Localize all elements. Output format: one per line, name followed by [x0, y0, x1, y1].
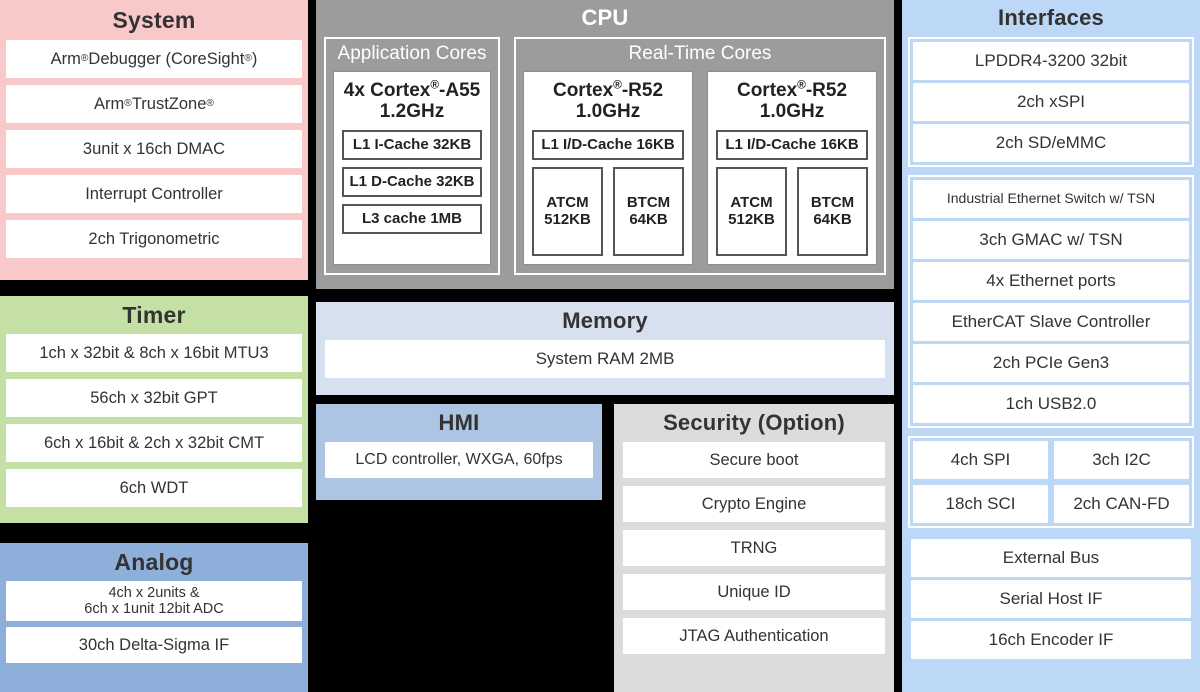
block-analog: Analog 4ch x 2units & 6ch x 1unit 12bit … [0, 543, 308, 692]
interfaces-item-can-fd[interactable]: 2ch CAN-FD [1054, 485, 1189, 523]
timer-item-cmt[interactable]: 6ch x 16bit & 2ch x 32bit CMT [6, 424, 302, 462]
block-title-hmi: HMI [438, 410, 480, 435]
tcm-size: 512KB [544, 211, 591, 229]
interfaces-item-sci[interactable]: 18ch SCI [913, 485, 1048, 523]
analog-adc-line1: 4ch x 2units & [108, 584, 200, 601]
cache-a55-l3: L3 cache 1MB [342, 203, 482, 234]
system-item-dmac[interactable]: 3unit x 16ch DMAC [6, 130, 302, 168]
interfaces-item-gmac[interactable]: 3ch GMAC w/ TSN [913, 221, 1189, 259]
interfaces-group-serial: 4ch SPI 3ch I2C 18ch SCI 2ch CAN-FD [908, 436, 1194, 528]
interfaces-item-serial-host-if[interactable]: Serial Host IF [911, 580, 1191, 618]
cache-a55-l1d: L1 D-Cache 32KB [342, 166, 482, 197]
block-title-analog: Analog [114, 549, 194, 575]
tcm-label: BTCM [810, 194, 855, 212]
tcm-label: ATCM [546, 194, 589, 212]
tcm-label: ATCM [730, 194, 773, 212]
system-item-interrupt-controller[interactable]: Interrupt Controller [6, 175, 302, 213]
tcm-r52-1-btcm: BTCM 64KB [797, 166, 868, 256]
tcm-r52-1-atcm: ATCM 512KB [716, 166, 787, 256]
block-hmi: HMI LCD controller, WXGA, 60fps [316, 404, 602, 500]
system-item-trigonometric[interactable]: 2ch Trigonometric [6, 220, 302, 258]
system-item-arm-debugger[interactable]: Arm® Debugger (CoreSight®) [6, 40, 302, 78]
interfaces-item-industrial-ethernet-switch[interactable]: Industrial Ethernet Switch w/ TSN [913, 180, 1189, 218]
interfaces-group-network: Industrial Ethernet Switch w/ TSN 3ch GM… [908, 175, 1194, 428]
security-item-jtag-auth[interactable]: JTAG Authentication [623, 618, 885, 654]
analog-adc-line2: 6ch x 1unit 12bit ADC [84, 601, 224, 617]
tcm-row-r52-0: ATCM 512KB BTCM 64KB [532, 166, 684, 256]
group-title-realtime-cores: Real-Time Cores [628, 43, 772, 64]
interfaces-item-ethernet-ports[interactable]: 4x Ethernet ports [913, 262, 1189, 300]
block-security: Security (Option) Secure boot Crypto Eng… [614, 404, 894, 692]
interfaces-group-bus: External Bus Serial Host IF 16ch Encoder… [908, 536, 1194, 662]
system-item-arm-trustzone[interactable]: Arm® TrustZone® [6, 85, 302, 123]
interfaces-item-external-bus[interactable]: External Bus [911, 539, 1191, 577]
cache-a55-l1i: L1 I-Cache 32KB [342, 129, 482, 160]
block-title-system: System [112, 7, 196, 33]
block-title-interfaces: Interfaces [998, 5, 1104, 30]
timer-item-mtu3[interactable]: 1ch x 32bit & 8ch x 16bit MTU3 [6, 334, 302, 372]
interfaces-item-usb[interactable]: 1ch USB2.0 [913, 385, 1189, 423]
block-timer: Timer 1ch x 32bit & 8ch x 16bit MTU3 56c… [0, 296, 308, 523]
tcm-size: 64KB [629, 211, 668, 229]
memory-item-system-ram[interactable]: System RAM 2MB [325, 340, 885, 378]
tcm-label: BTCM [626, 194, 671, 212]
tcm-row-r52-1: ATCM 512KB BTCM 64KB [716, 166, 868, 256]
interfaces-item-ethercat[interactable]: EtherCAT Slave Controller [913, 303, 1189, 341]
interfaces-item-xspi[interactable]: 2ch xSPI [913, 83, 1189, 121]
block-memory: Memory System RAM 2MB [316, 302, 894, 395]
cache-r52-0-l1id: L1 I/D-Cache 16KB [532, 129, 684, 160]
tcm-size: 64KB [813, 211, 852, 229]
interfaces-item-lpddr4[interactable]: LPDDR4-3200 32bit [913, 42, 1189, 80]
hmi-item-lcd-controller[interactable]: LCD controller, WXGA, 60fps [325, 442, 593, 478]
analog-item-delta-sigma[interactable]: 30ch Delta-Sigma IF [6, 627, 302, 663]
interfaces-item-i2c[interactable]: 3ch I2C [1054, 441, 1189, 479]
block-title-cpu: CPU [581, 5, 629, 30]
group-title-application-cores: Application Cores [337, 43, 487, 64]
security-item-secure-boot[interactable]: Secure boot [623, 442, 885, 478]
tcm-r52-0-btcm: BTCM 64KB [613, 166, 684, 256]
block-system: System Arm® Debugger (CoreSight®) Arm® T… [0, 0, 308, 280]
cache-r52-1-l1id: L1 I/D-Cache 16KB [716, 129, 868, 160]
interfaces-item-sd-emmc[interactable]: 2ch SD/eMMC [913, 124, 1189, 162]
security-item-unique-id[interactable]: Unique ID [623, 574, 885, 610]
timer-item-wdt[interactable]: 6ch WDT [6, 469, 302, 507]
block-title-timer: Timer [122, 302, 186, 328]
interfaces-group-memory: LPDDR4-3200 32bit 2ch xSPI 2ch SD/eMMC [908, 37, 1194, 167]
tcm-r52-0-atcm: ATCM 512KB [532, 166, 603, 256]
interfaces-item-pcie[interactable]: 2ch PCIe Gen3 [913, 344, 1189, 382]
interfaces-item-spi[interactable]: 4ch SPI [913, 441, 1048, 479]
block-interfaces: Interfaces LPDDR4-3200 32bit 2ch xSPI 2c… [902, 0, 1200, 692]
tcm-size: 512KB [728, 211, 775, 229]
block-title-memory: Memory [562, 308, 648, 333]
timer-item-gpt[interactable]: 56ch x 32bit GPT [6, 379, 302, 417]
interfaces-item-encoder-if[interactable]: 16ch Encoder IF [911, 621, 1191, 659]
block-title-security: Security (Option) [663, 410, 845, 435]
security-item-crypto-engine[interactable]: Crypto Engine [623, 486, 885, 522]
analog-item-adc[interactable]: 4ch x 2units & 6ch x 1unit 12bit ADC [6, 581, 302, 621]
security-item-trng[interactable]: TRNG [623, 530, 885, 566]
